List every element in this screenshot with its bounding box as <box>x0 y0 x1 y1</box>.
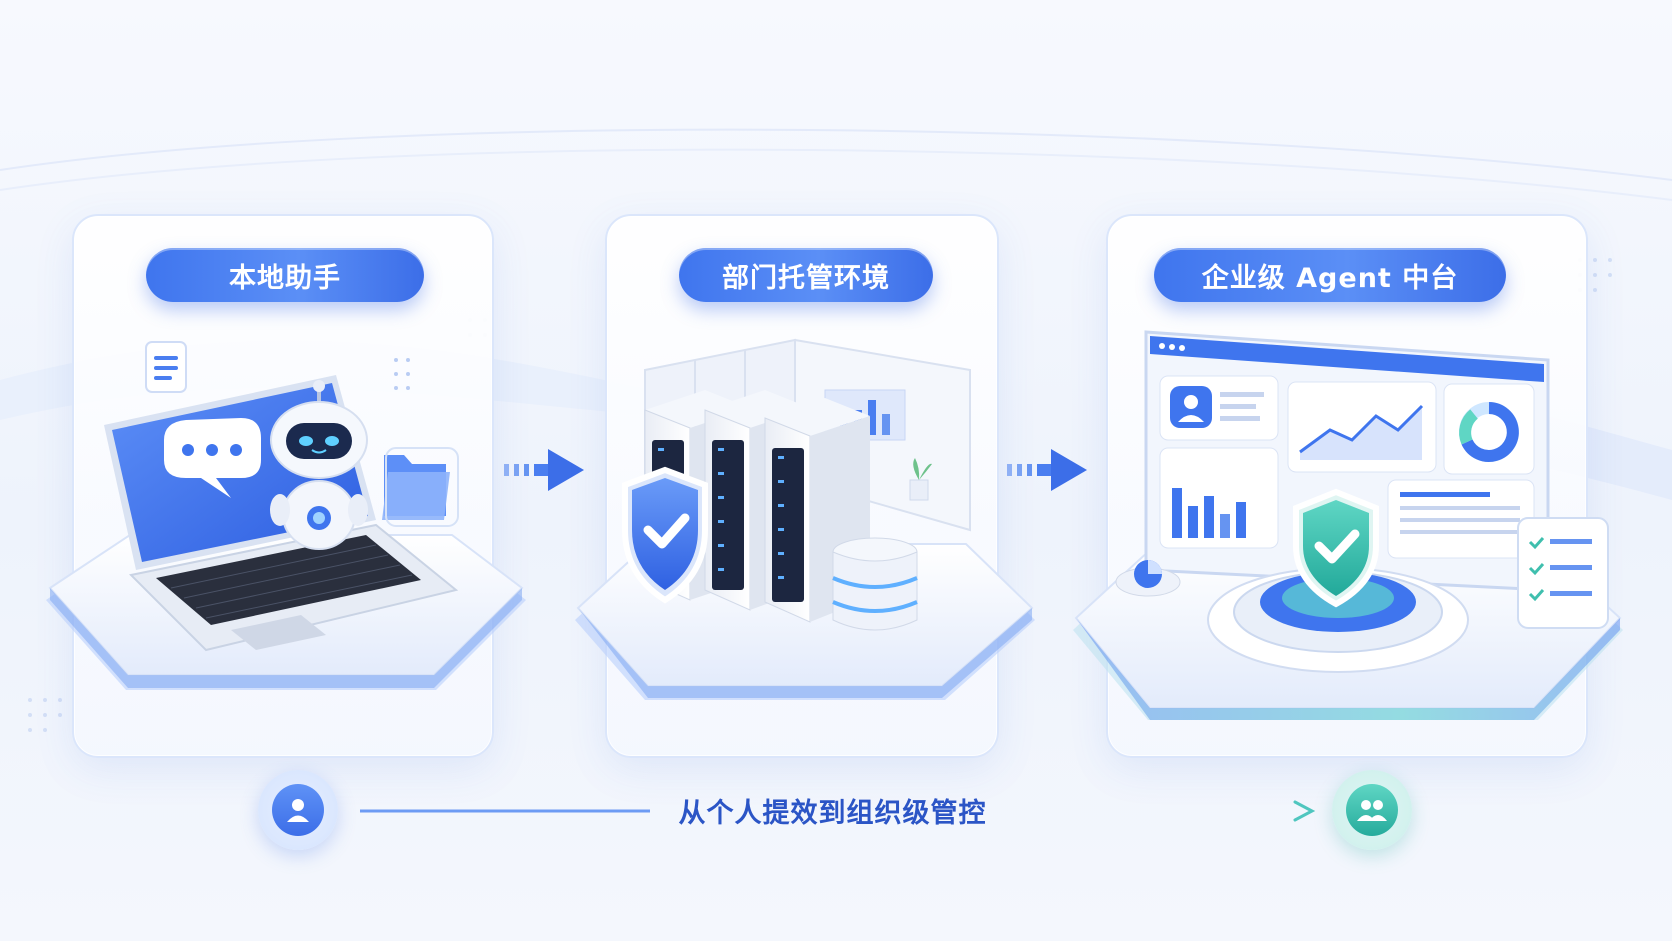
server-rack-shield-icon <box>575 338 1035 700</box>
dashboard-platform-icon <box>1073 330 1623 720</box>
stage-label-department-env: 部门托管环境 <box>679 248 933 302</box>
team-icon <box>1357 800 1387 821</box>
flow-caption: 从个人提效到组织级管控 <box>678 798 987 829</box>
team-circle <box>1332 770 1412 850</box>
laptop-robot-icon <box>46 341 526 690</box>
stage-label-local-assistant: 本地助手 <box>146 248 424 302</box>
stage-label-enterprise-platform: 企业级 Agent 中台 <box>1154 248 1506 302</box>
flow-arrow-right-icon <box>504 449 584 491</box>
person-circle <box>258 770 338 850</box>
flow-arrow-right-icon <box>1007 449 1087 491</box>
person-icon <box>287 799 309 822</box>
